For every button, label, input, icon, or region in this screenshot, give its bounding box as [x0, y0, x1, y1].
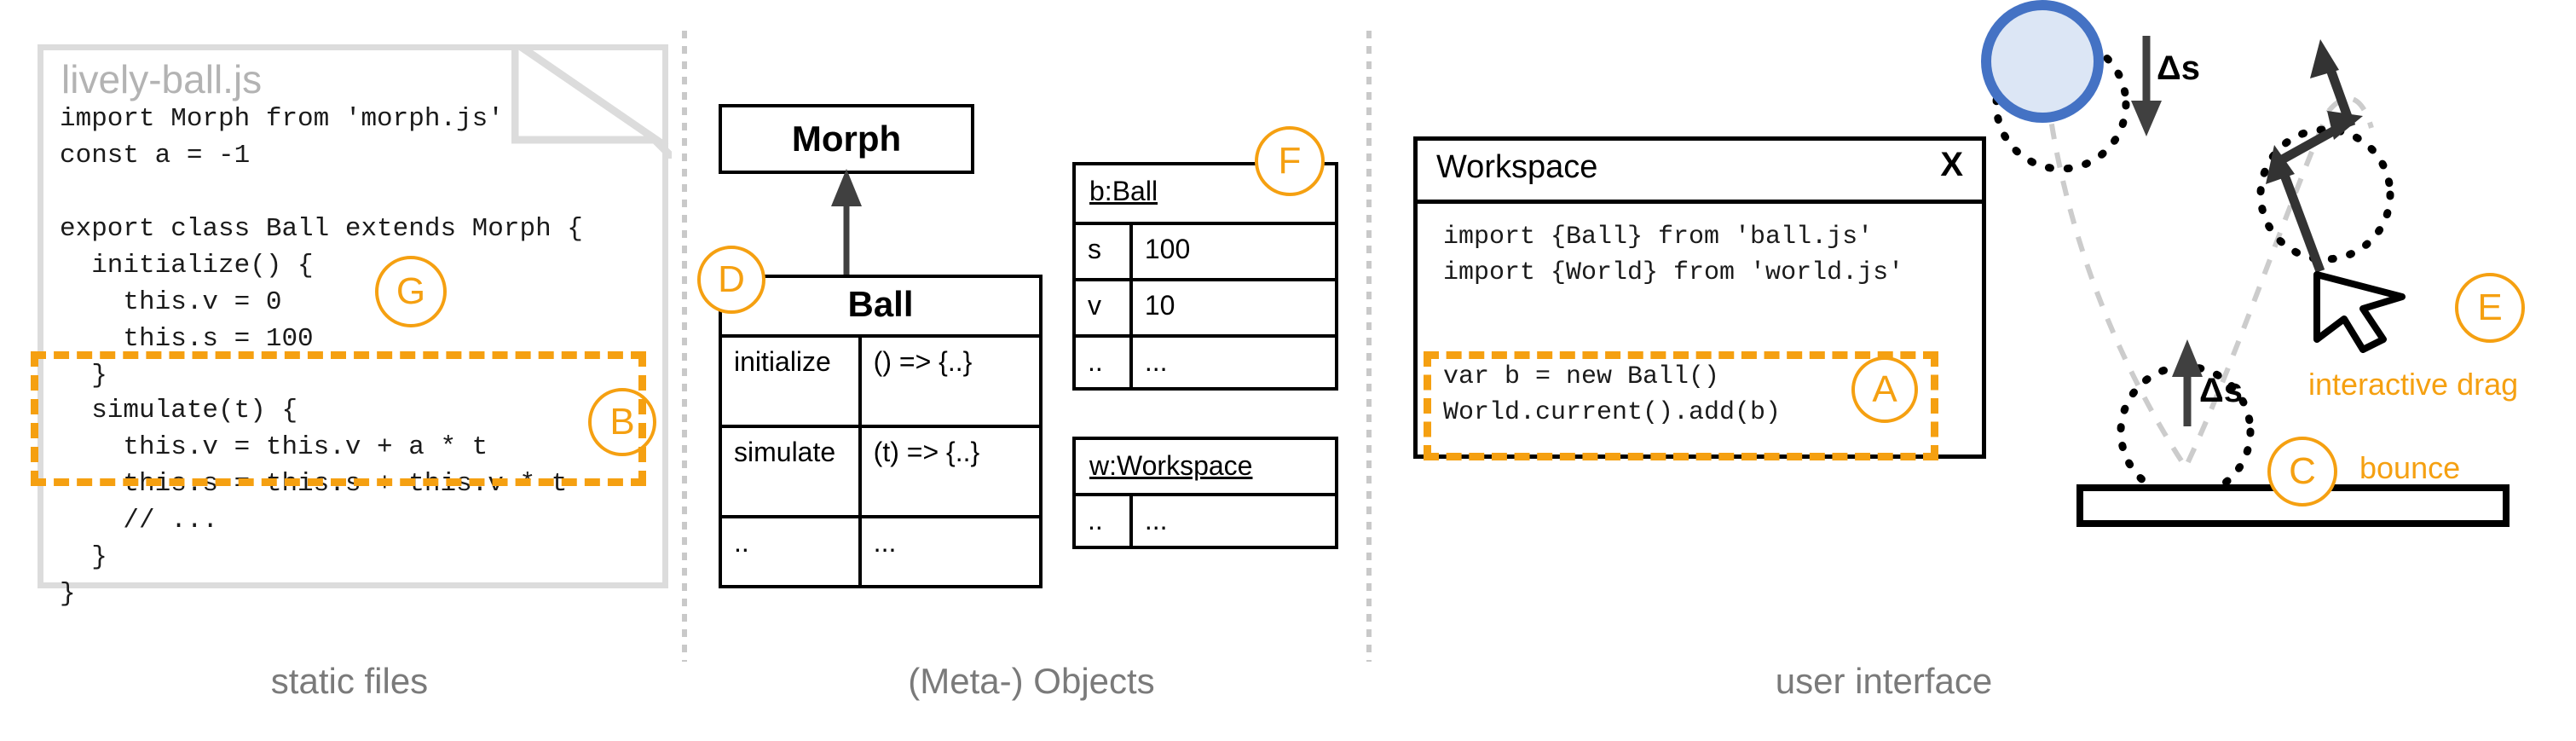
- object-box-ball: b:Ball s 100 v 10 .. ...: [1072, 162, 1338, 391]
- uml-row: simulate (t) => {..}: [722, 425, 1039, 515]
- object-box-workspace-header: w:Workspace: [1076, 440, 1335, 493]
- table-row: s 100: [1076, 222, 1335, 278]
- object-cell-key: v: [1076, 281, 1133, 334]
- interactive-drag-label: interactive drag: [2308, 367, 2519, 402]
- marker-g[interactable]: G: [375, 256, 447, 327]
- delta-s-label-top: Δs: [2157, 49, 2200, 87]
- caption-meta-objects: (Meta-) Objects: [908, 661, 1155, 701]
- ghost-ball-drag: [2256, 125, 2394, 263]
- object-cell-key: ..: [1076, 496, 1133, 549]
- ball-shape: [1981, 0, 2104, 123]
- workspace-imports-code[interactable]: import {Ball} from 'ball.js' import {Wor…: [1443, 223, 1904, 287]
- column-separator-1: [682, 31, 687, 662]
- delta-s-arrowhead-up: [2172, 339, 2203, 377]
- caption-static-files: static files: [270, 661, 429, 701]
- close-icon[interactable]: X: [1940, 146, 1963, 183]
- workspace-statements-code[interactable]: var b = new Ball() World.current().add(b…: [1443, 362, 1782, 427]
- uml-class-ball-name: Ball: [847, 284, 914, 324]
- object-cell-key: ..: [1076, 338, 1133, 391]
- object-cell-value: ...: [1144, 346, 1168, 377]
- file-name-label: lively-ball.js: [61, 57, 263, 101]
- delta-s-label-bottom: Δs: [2199, 372, 2243, 409]
- uml-class-morph-name: Morph: [791, 119, 902, 159]
- caption-user-interface: user interface: [1775, 661, 1993, 701]
- uml-cell-value: () => {..}: [873, 346, 973, 377]
- workspace-window: Workspace X import {Ball} from 'ball.js'…: [1413, 136, 1986, 459]
- uml-cell-value: ...: [873, 527, 897, 558]
- marker-d[interactable]: D: [697, 246, 765, 314]
- uml-class-ball: Ball initialize () => {..} simulate (t) …: [719, 275, 1043, 588]
- workspace-titlebar[interactable]: Workspace X: [1418, 141, 1982, 204]
- drag-arrowhead-3: [2310, 39, 2339, 78]
- trajectory-path: [2040, 37, 2331, 473]
- file-code-lower: simulate(t) { this.v = this.v + a * t th…: [60, 396, 568, 609]
- marker-b[interactable]: B: [588, 388, 656, 456]
- cursor-icon: [2313, 271, 2406, 353]
- marker-c[interactable]: C: [2267, 437, 2337, 507]
- object-cell-key: s: [1076, 225, 1133, 278]
- page-fold-icon: [511, 39, 672, 159]
- uml-cell-key: simulate: [722, 428, 862, 515]
- table-row: v 10: [1076, 278, 1335, 334]
- bounce-label: bounce: [2359, 450, 2461, 485]
- uml-row: initialize () => {..}: [722, 334, 1039, 425]
- marker-e[interactable]: E: [2455, 273, 2525, 343]
- drag-arrowhead-2: [2327, 111, 2363, 140]
- object-box-workspace: w:Workspace .. ...: [1072, 437, 1338, 549]
- bouncing-ball-animation: [1981, 0, 2510, 527]
- object-cell-value: 10: [1144, 290, 1175, 321]
- uml-cell-key: initialize: [722, 338, 862, 425]
- uml-cell-value: (t) => {..}: [873, 437, 980, 467]
- object-box-ball-header: b:Ball: [1076, 165, 1335, 222]
- marker-f[interactable]: F: [1255, 126, 1325, 196]
- object-cell-value: 100: [1144, 234, 1191, 264]
- drag-arrow-3: [2324, 63, 2356, 128]
- table-row: .. ...: [1076, 493, 1335, 549]
- file-code-upper: import Morph from 'morph.js' const a = -…: [60, 104, 583, 391]
- object-box-ball-name: b:Ball: [1089, 176, 1158, 206]
- object-box-workspace-name: w:Workspace: [1089, 450, 1253, 481]
- highlight-box-statements: [1424, 351, 1938, 460]
- object-cell-value: ...: [1144, 505, 1168, 535]
- delta-s-arrowhead-down: [2131, 101, 2162, 136]
- workspace-title: Workspace: [1436, 149, 1598, 185]
- column-separator-2: [1366, 31, 1372, 662]
- marker-a[interactable]: A: [1851, 356, 1918, 423]
- table-row: .. ...: [1076, 334, 1335, 391]
- uml-cell-key: ..: [722, 518, 862, 585]
- drag-arrow-1: [2278, 169, 2325, 273]
- inheritance-arrow-icon: [831, 169, 862, 278]
- highlight-box-simulate: [31, 351, 646, 486]
- trajectory-path-tail: [2326, 96, 2374, 129]
- uml-class-morph: Morph: [719, 104, 974, 174]
- uml-row: .. ...: [722, 515, 1039, 585]
- drag-arrow-2: [2275, 124, 2342, 166]
